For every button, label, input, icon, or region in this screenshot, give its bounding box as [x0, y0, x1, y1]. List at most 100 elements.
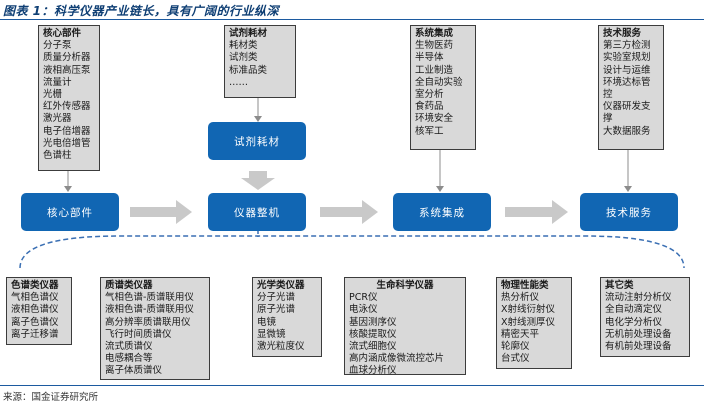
down-arrow-reagent-to-instrument	[241, 171, 275, 190]
physical-item: X射线测厚仪	[501, 316, 556, 328]
node-service: 技术服务	[580, 193, 678, 231]
life-science-item: 电泳仪	[349, 304, 378, 316]
service-item: 撑	[603, 113, 613, 125]
other-header: 其它类	[605, 280, 634, 291]
integration-item: 工业制造	[415, 64, 454, 76]
footer-divider	[0, 385, 704, 386]
life-science-item: 流式细胞仪	[349, 341, 397, 353]
service-item: 环境达标管	[603, 76, 651, 88]
integration-box: 系统集成 生物医药 半导体 工业制造 全自动实验 室分析 食药品 环境安全 核军…	[410, 25, 476, 150]
mass-spec-item: 离子体质谱仪	[105, 365, 163, 377]
dashed-bracket	[19, 235, 685, 269]
node-reagent: 试剂耗材	[208, 122, 306, 160]
service-item: 实验室规划	[603, 52, 651, 64]
mass-spec-item: 液相色谱-质谱联用仪	[105, 304, 194, 316]
core-item: 质量分析器	[43, 52, 91, 64]
node-integration: 系统集成	[393, 193, 491, 231]
life-science-item: PCR仪	[349, 292, 378, 304]
other-item: 无机前处理设备	[605, 328, 672, 340]
physical-properties-box: 物理性能类 热分析仪 X射线衍射仪 X射线测厚仪 精密天平 轮廓仪 台式仪	[496, 277, 572, 369]
connector-reagent-arrowhead	[254, 116, 262, 122]
integration-item: 室分析	[415, 89, 444, 101]
mass-spec-box: 质谱类仪器 气相色谱-质谱联用仪 液相色谱-质谱联用仪 高分辨率质谱联用仪 飞行…	[100, 277, 210, 380]
service-item: 第三方检测	[603, 40, 651, 52]
mass-spec-header: 质谱类仪器	[105, 280, 153, 291]
life-science-item: 核酸提取仪	[349, 328, 397, 340]
mass-spec-item: 高分辨率质谱联用仪	[105, 316, 191, 328]
chromatography-item: 液相色谱仪	[11, 304, 59, 316]
connector-service-arrowhead	[624, 186, 632, 192]
reagent-header: 试剂耗材	[229, 28, 268, 39]
core-item: 激光器	[43, 113, 72, 125]
title-divider	[0, 19, 704, 20]
node-instrument: 仪器整机	[208, 193, 306, 231]
optical-item: 激光粒度仪	[257, 341, 305, 353]
optical-header: 光学类仪器	[257, 280, 305, 291]
chromatography-item: 离子迁移谱	[11, 328, 59, 340]
integration-item: 全自动实验	[415, 76, 463, 88]
other-item: 全自动滴定仪	[605, 304, 663, 316]
other-item: 有机前处理设备	[605, 341, 672, 353]
life-science-item: 高内涵成像微流控芯片	[349, 353, 445, 365]
chromatography-box: 色谱类仪器 气相色谱仪 液相色谱仪 离子色谱仪 离子迁移谱	[6, 277, 72, 345]
other-item: 电化学分析仪	[605, 316, 663, 328]
physical-item: X射线衍射仪	[501, 304, 556, 316]
life-science-item: 基因测序仪	[349, 316, 397, 328]
core-item: 电子倍增器	[43, 125, 91, 137]
figure-title: 图表 1：科学仪器产业链长，具有广阔的行业纵深	[3, 4, 280, 18]
integration-item: 生物医药	[415, 40, 454, 52]
physical-item: 轮廓仪	[501, 341, 530, 353]
node-core-parts: 核心部件	[21, 193, 119, 231]
core-item: 光电倍增管	[43, 137, 91, 149]
other-item: 流动注射分析仪	[605, 292, 672, 304]
service-item: 仪器研发支	[603, 101, 651, 113]
optical-item: 原子光谱	[257, 304, 296, 316]
integration-header: 系统集成	[415, 28, 454, 39]
life-science-box: 生命科学仪器 PCR仪 电泳仪 基因测序仪 核酸提取仪 流式细胞仪 高内涵成像微…	[344, 277, 466, 375]
mass-spec-item: 电感耦合等	[105, 353, 153, 365]
core-item: 红外传感器	[43, 101, 91, 113]
service-box: 技术服务 第三方检测 实验室规划 设计与运维 环境达标管 控 仪器研发支 撑 大…	[598, 25, 664, 150]
reagent-item: ……	[229, 76, 248, 88]
mass-spec-item: 飞行时间质谱仪	[105, 328, 172, 340]
optical-item: 显微镜	[257, 328, 286, 340]
integration-item: 食药品	[415, 101, 444, 113]
integration-item: 核军工	[415, 125, 444, 137]
reagent-box: 试剂耗材 耗材类 试剂类 标准品类 ……	[224, 25, 296, 98]
reagent-item: 标准品类	[229, 64, 268, 76]
optical-box: 光学类仪器 分子光谱 原子光谱 电镜 显微镜 激光粒度仪	[252, 277, 322, 357]
physical-item: 热分析仪	[501, 292, 540, 304]
reagent-item: 试剂类	[229, 52, 258, 64]
other-box: 其它类 流动注射分析仪 全自动滴定仪 电化学分析仪 无机前处理设备 有机前处理设…	[600, 277, 690, 357]
integration-item: 环境安全	[415, 113, 454, 125]
chromatography-item: 气相色谱仪	[11, 292, 59, 304]
service-header: 技术服务	[603, 28, 642, 39]
arrow-instrument-to-integration	[320, 200, 378, 224]
service-item: 大数据服务	[603, 125, 651, 137]
physical-header: 物理性能类	[501, 280, 549, 291]
arrow-core-to-instrument	[130, 200, 192, 224]
physical-item: 台式仪	[501, 353, 530, 365]
mass-spec-item: 流式质谱仪	[105, 341, 153, 353]
mass-spec-item: 气相色谱-质谱联用仪	[105, 292, 194, 304]
service-item: 设计与运维	[603, 64, 651, 76]
core-parts-header: 核心部件	[43, 28, 82, 39]
physical-item: 精密天平	[501, 328, 540, 340]
reagent-item: 耗材类	[229, 40, 258, 52]
optical-item: 分子光谱	[257, 292, 296, 304]
source-note: 来源：国金证券研究所	[3, 392, 99, 403]
integration-item: 半导体	[415, 52, 444, 64]
life-science-header: 生命科学仪器	[376, 280, 434, 291]
core-item: 流量计	[43, 76, 72, 88]
optical-item: 电镜	[257, 316, 277, 328]
life-science-item: 血球分析仪	[349, 365, 397, 375]
core-item: 液相高压泵	[43, 64, 91, 76]
chromatography-item: 离子色谱仪	[11, 316, 59, 328]
arrow-integration-to-service	[505, 200, 568, 224]
service-item: 控	[603, 89, 613, 101]
connector-integration-arrowhead	[436, 186, 444, 192]
core-item: 分子泵	[43, 40, 72, 52]
chromatography-header: 色谱类仪器	[11, 280, 59, 291]
core-parts-box: 核心部件 分子泵 质量分析器 液相高压泵 流量计 光栅 红外传感器 激光器 电子…	[38, 25, 100, 171]
